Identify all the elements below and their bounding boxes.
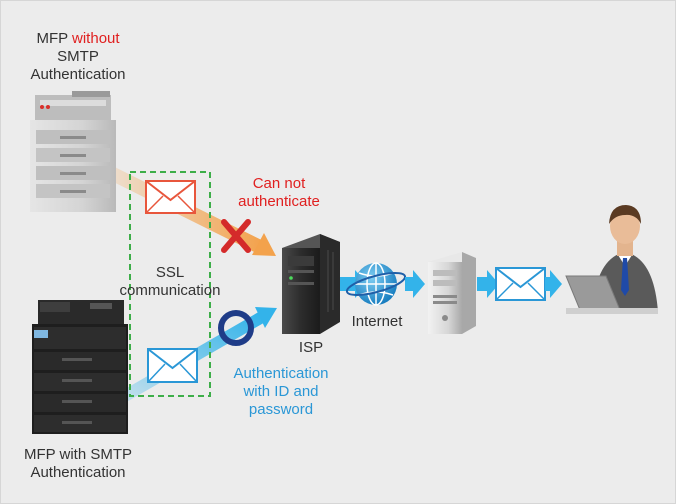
ssl-line2: communication [119, 282, 221, 299]
cannot-line2: authenticate [238, 193, 320, 210]
mfp-with-line1: MFP with SMTP [23, 446, 133, 463]
arrow-icon [405, 270, 425, 298]
envelope-icon [147, 348, 198, 383]
authentication-with-id-label: Authentication with ID and password [218, 365, 344, 419]
ssl-communication-label: SSL communication [108, 264, 232, 300]
envelope-icon [495, 267, 546, 301]
internet-label: Internet [351, 313, 403, 330]
mfp-without-line3: Authentication [30, 66, 126, 83]
ssl-line1: SSL [155, 264, 185, 281]
arrow-icon [477, 270, 499, 298]
cross-icon [221, 219, 251, 253]
globe-icon [345, 262, 407, 306]
user-laptop-icon [565, 205, 658, 314]
mfp-prefix: MFP [36, 30, 73, 47]
mfp-printer-icon [32, 300, 128, 434]
without-keyword: without [72, 30, 120, 47]
mfp-with-line2: Authentication [30, 464, 126, 481]
mfp-with-auth-label: MFP with SMTP Authentication [10, 446, 146, 482]
mfp-without-line2: SMTP [57, 48, 99, 65]
cannot-line1: Can not [252, 175, 306, 192]
mfp-printer-icon [30, 91, 116, 212]
envelope-icon [145, 180, 196, 214]
mfp-without-auth-label: MFP without SMTP Authentication [18, 30, 138, 84]
circle-icon [218, 310, 254, 346]
isp-label: ISP [298, 339, 324, 356]
auth-line1: Authentication [233, 365, 329, 382]
ssl-boundary [129, 171, 211, 397]
arrow-icon [545, 270, 562, 298]
server-tower-icon [282, 234, 340, 334]
cannot-authenticate-label: Can not authenticate [224, 175, 334, 211]
server-tower-icon [428, 252, 476, 334]
auth-line2: with ID and [243, 383, 319, 400]
auth-line3: password [248, 401, 314, 418]
